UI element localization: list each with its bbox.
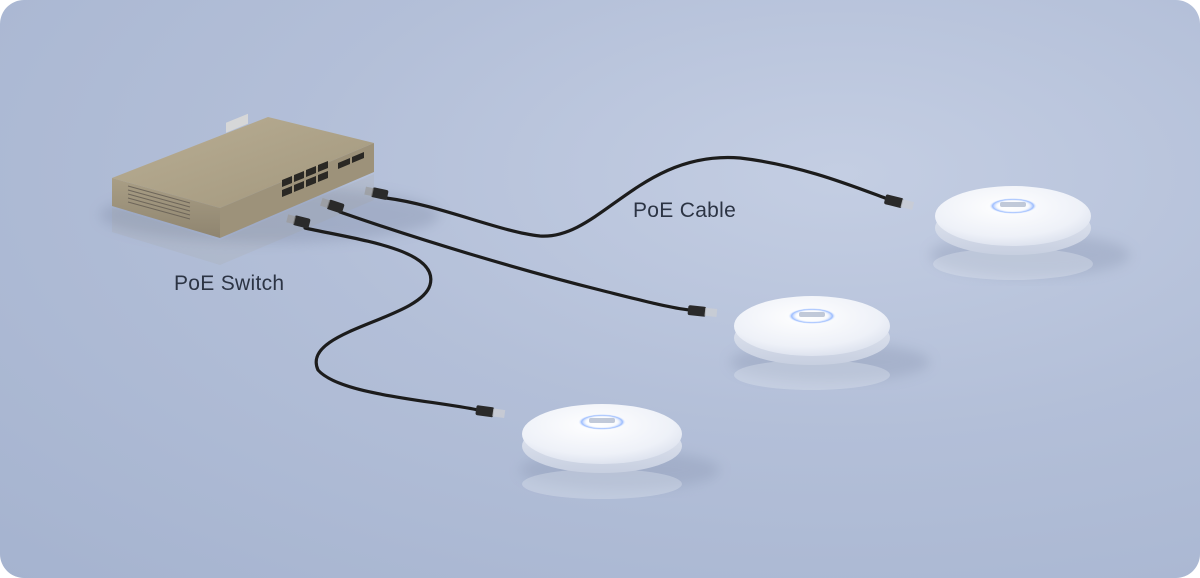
ap-connectors bbox=[475, 194, 915, 418]
access-point-1 bbox=[930, 186, 1130, 280]
poe-switch bbox=[112, 113, 374, 238]
switch-connectors bbox=[286, 186, 389, 229]
switch-ports bbox=[282, 152, 364, 197]
brand-logo bbox=[799, 312, 825, 317]
poe-cable-2 bbox=[338, 210, 692, 312]
poe-switch-label: PoE Switch bbox=[174, 272, 285, 295]
brand-logo bbox=[1000, 202, 1026, 207]
poe-cable-label: PoE Cable bbox=[633, 199, 737, 222]
poe-cables bbox=[303, 155, 887, 412]
switch-vent bbox=[127, 185, 191, 220]
access-point-3 bbox=[520, 404, 720, 499]
poe-cable-1 bbox=[384, 155, 887, 238]
access-point-2 bbox=[730, 296, 930, 390]
poe-cable-3 bbox=[303, 226, 480, 412]
brand-logo bbox=[589, 418, 615, 423]
switch-reflection bbox=[112, 174, 374, 265]
